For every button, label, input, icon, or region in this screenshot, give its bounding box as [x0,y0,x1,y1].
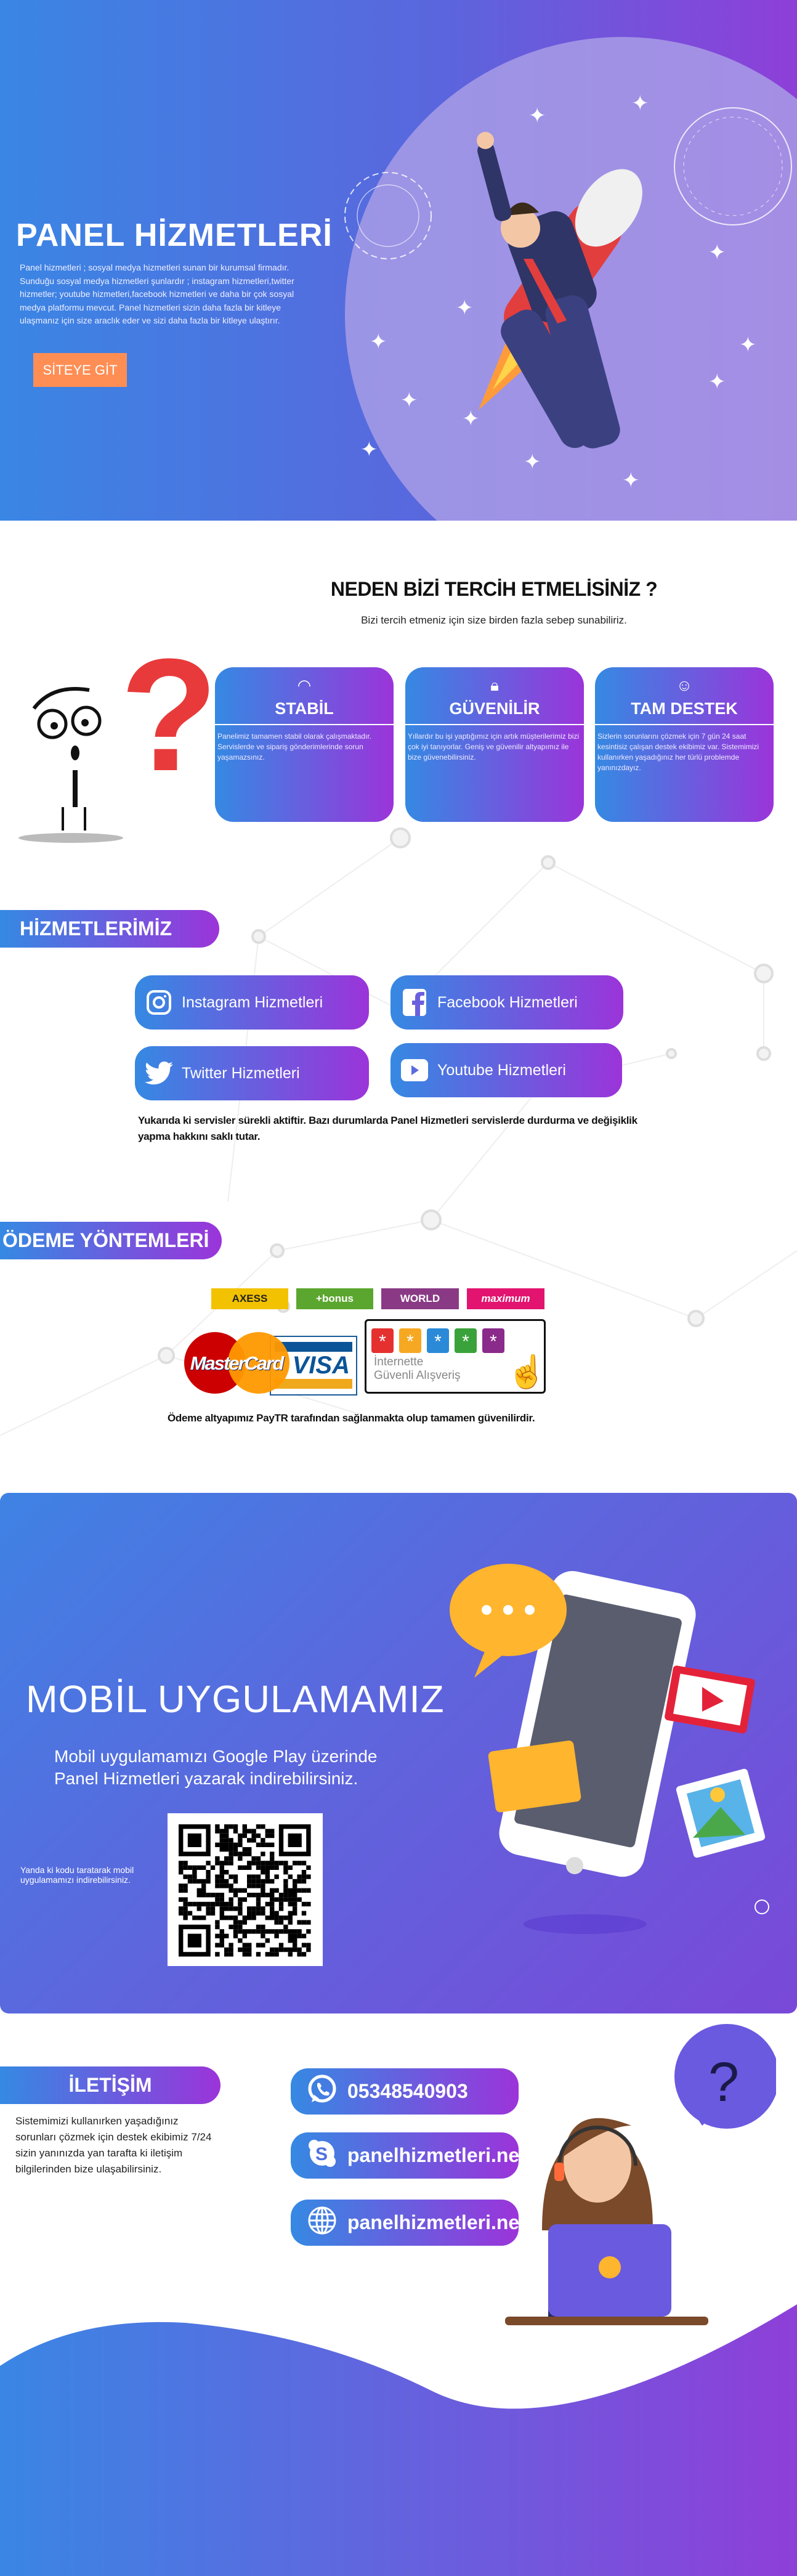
payment-title: ÖDEME YÖNTEMLERİ [2,1229,209,1251]
whatsapp-icon [307,2074,338,2110]
service-label: Facebook Hizmetleri [437,993,578,1011]
hero-description: Panel hizmetleri ; sosyal medya hizmetle… [20,262,294,325]
rocket-man-illustration [344,107,792,449]
star-icon: ✦ [400,389,418,412]
footer-wave [0,2304,797,2576]
globe-icon [307,2205,338,2241]
mobile-app-section: MOBİL UYGULAMAMIZ Mobil uygulamamızı Goo… [0,1493,797,2013]
star-icon: ✦ [739,333,757,357]
qr-code[interactable] [168,1813,323,1966]
service-button-facebook[interactable]: Facebook Hizmetleri [390,975,623,1030]
qr-hint-line1: Yanda ki kodu taratarak mobil [20,1865,134,1875]
services-note: Yukarıda ki servisler sürekli aktiftir. … [138,1115,637,1142]
star-icon: ✦ [456,296,474,320]
feature-card-title: GÜVENİLİR [449,699,540,718]
phone-illustration [450,1564,766,1934]
feature-card-text: Sizlerin sorunlarını çözmek için 7 gün 2… [597,732,759,772]
divider [595,724,774,725]
star-icon: ✦ [528,104,546,128]
mastercard-logo-circle [228,1332,289,1394]
mastercard-text: MasterCard [190,1352,285,1374]
question-mark-character-illustration: ? [18,626,216,843]
support-agent-illustration: ? [505,2024,776,2325]
website-contact-button[interactable]: panelhizmetleri.net [291,2200,526,2246]
qr-hint-line2: uygulamamızı indirebilirsiniz. [20,1875,131,1885]
services-title: HİZMETLERİMİZ [20,917,172,940]
mobile-title: MOBİL UYGULAMAMIZ [26,1678,445,1721]
why-us-title: NEDEN BİZİ TERCİH ETMELİSİNİZ ? [330,578,658,600]
secure-badge-line2: Güvenli Alışveriş [374,1369,461,1382]
payment-note: Ödeme altyapımız PayTR tarafından sağlan… [168,1412,535,1424]
svg-text:?: ? [120,626,216,805]
service-label: Twitter Hizmetleri [182,1064,300,1082]
service-label: Youtube Hizmetleri [437,1061,566,1079]
hero-title: PANEL HİZMETLERİ [16,217,333,253]
payment-heading: ÖDEME YÖNTEMLERİ [0,1222,222,1259]
service-button-instagram[interactable]: Instagram Hizmetleri [135,975,369,1030]
mobile-description-line2: Panel Hizmetleri yazarak indirebilirsini… [54,1769,358,1788]
secure-shopping-badge: * * * * * İnternette Güvenli Alışveriş ☝ [365,1319,547,1394]
divider [405,724,584,725]
feature-card-stable: ◠ STABİL Panelimiz tamamen stabil olarak… [215,667,394,822]
feature-card-text: Yıllardır bu işi yaptığımız için artık m… [408,732,580,762]
bank-logo-axess: AXESS [211,1288,288,1309]
why-us-subtitle: Bizi tercih etmeniz için size birden faz… [361,614,627,626]
star-icon: ✦ [462,407,480,431]
contact-heading: İLETİŞİM [0,2066,220,2104]
hero-section: ✦ ✦ ✦ ✦ ✦ ✦ ✦ ✦ ✦ ✦ ✦ ✦ PANEL HİZMETLERİ… [0,0,797,521]
facebook-icon [400,988,429,1017]
star-icon: ✦ [622,469,640,492]
star-icon: ✦ [708,241,726,264]
speedometer-icon: ◠ [297,676,312,694]
feature-card-title: TAM DESTEK [631,699,738,718]
services-heading: HİZMETLERİMİZ [0,910,219,948]
service-button-youtube[interactable]: Youtube Hizmetleri [390,1043,622,1097]
youtube-icon [400,1056,429,1084]
star-icon: ✦ [370,330,387,354]
divider [215,724,394,725]
feature-card-reliable: 🔒︎ GÜVENİLİR Yıllardır bu işi yaptığımız… [405,667,584,822]
support-agent-icon: ☺ [676,676,693,694]
contact-description: Sistemimizi kullanırken yaşadığınız soru… [15,2115,212,2175]
feature-card-support: ☺ TAM DESTEK Sizlerin sorunlarını çözmek… [595,667,774,822]
service-button-twitter[interactable]: Twitter Hizmetleri [135,1046,369,1100]
feature-card-title: STABİL [275,699,334,718]
bank-logo-maximum: maximum [467,1288,544,1309]
mobile-description-line1: Mobil uygulamamızı Google Play üzerinde [54,1747,378,1766]
skype-icon: S [307,2138,338,2174]
star-icon: ✦ [524,450,541,474]
twitter-icon [145,1059,173,1087]
service-label: Instagram Hizmetleri [182,993,323,1011]
network-background [0,827,797,1436]
instagram-icon [145,988,173,1017]
secure-badge-line1: İnternette [374,1355,424,1368]
star-icon: ✦ [360,438,378,461]
contact-label: panelhizmetleri.net [347,2211,526,2233]
bank-logo-world: WORLD [381,1288,459,1309]
contact-label: panelhizmetleri.net [347,2144,526,2166]
svg-text:S: S [315,2144,328,2164]
feature-card-text: Panelimiz tamamen stabil olarak çalışmak… [217,732,372,762]
svg-text:?: ? [708,2052,739,2113]
star-icon: ✦ [708,370,726,394]
contact-title: İLETİŞİM [68,2074,152,2096]
lock-icon: 🔒︎ [490,676,499,694]
star-icon: ✦ [631,92,649,115]
bank-logo-bonus: +bonus [296,1288,373,1309]
visit-site-button[interactable]: SİTEYE GİT [33,353,127,387]
pointing-hand-icon: ☝ [507,1354,547,1390]
contact-label: 05348540903 [347,2080,468,2102]
decorative-circle [755,1899,769,1914]
visa-text: VISA [292,1352,350,1379]
whatsapp-contact-button[interactable]: 05348540903 [291,2068,519,2115]
skype-contact-button[interactable]: S panelhizmetleri.net [291,2132,526,2179]
